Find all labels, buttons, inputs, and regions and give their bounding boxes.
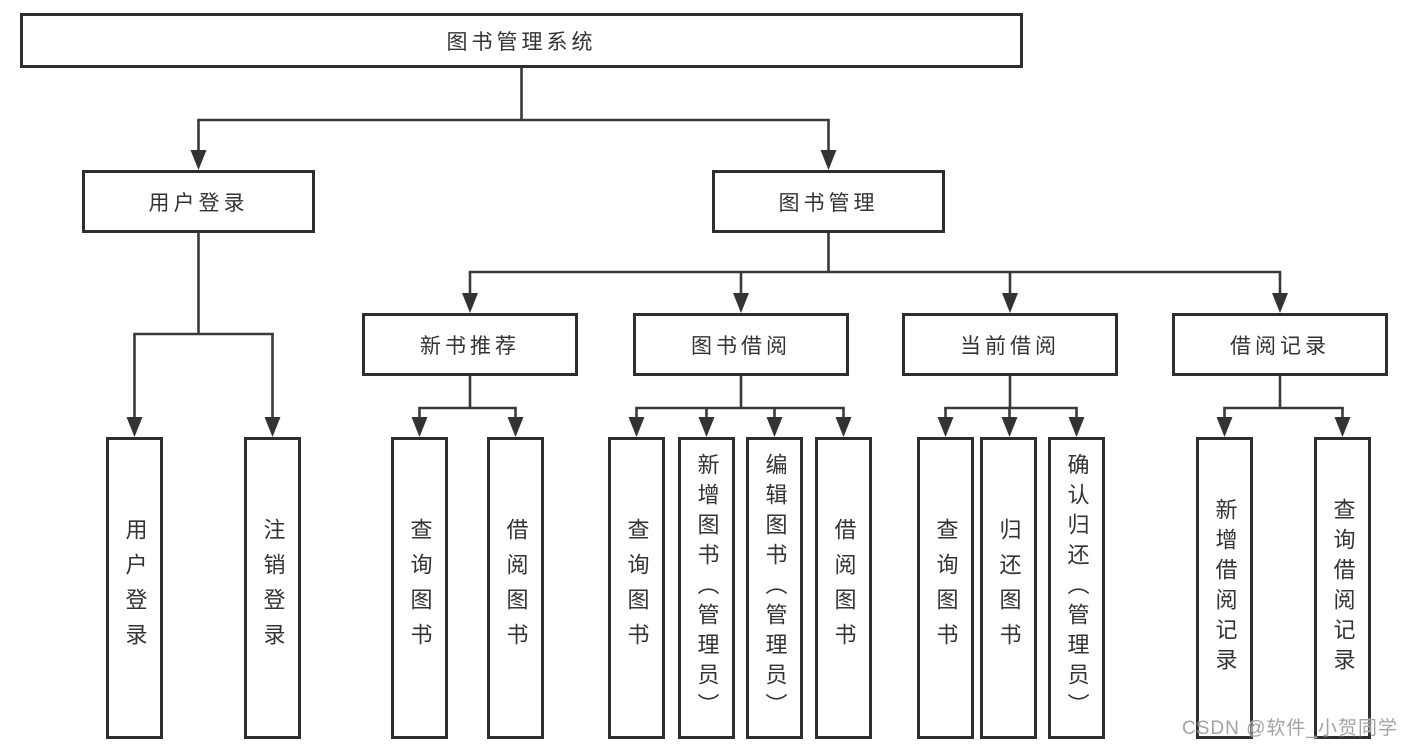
leaf-confirm-return-admin: 确认归还（管理员） <box>1048 437 1105 739</box>
leaf-borrow-books-label: 借阅图书 <box>831 518 857 658</box>
connector-user-login-children <box>126 233 281 437</box>
leaf-edit-book-admin-label: 编辑图书（管理员） <box>762 453 788 723</box>
node-system: 图书管理系统 <box>20 13 1023 68</box>
leaf-borrow-books-rec-label: 借阅图书 <box>503 518 529 658</box>
leaf-edit-book-admin: 编辑图书（管理员） <box>746 437 803 739</box>
leaf-add-book-admin-label: 新增图书（管理员） <box>694 453 720 723</box>
leaf-user-login: 用户登录 <box>106 437 163 739</box>
node-system-label: 图书管理系统 <box>446 30 597 54</box>
connector-book-mgmt-children <box>462 232 1288 313</box>
node-borrow-records: 借阅记录 <box>1172 313 1388 376</box>
connector-new-book-children <box>411 376 524 437</box>
node-book-borrow-label: 图书借阅 <box>691 334 791 358</box>
leaf-query-books-rec: 查询图书 <box>391 437 448 739</box>
leaf-query-borrow-record: 查询借阅记录 <box>1314 437 1371 739</box>
leaf-logout-label: 注销登录 <box>260 518 286 658</box>
connector-book-borrow-children <box>628 376 852 437</box>
leaf-add-borrow-record: 新增借阅记录 <box>1196 437 1253 739</box>
leaf-add-borrow-record-label: 新增借阅记录 <box>1212 498 1238 678</box>
leaf-query-books-current: 查询图书 <box>917 437 974 739</box>
csdn-watermark: CSDN @软件_小贺同学 <box>1182 718 1398 739</box>
leaf-borrow-books-rec: 借阅图书 <box>487 437 544 739</box>
leaf-return-book-label: 归还图书 <box>996 518 1022 658</box>
node-user-login: 用户登录 <box>82 170 315 233</box>
node-book-mgmt: 图书管理 <box>712 170 945 233</box>
leaf-logout: 注销登录 <box>244 437 301 739</box>
leaf-query-books-borrow-label: 查询图书 <box>624 518 650 658</box>
leaf-query-borrow-record-label: 查询借阅记录 <box>1330 498 1356 678</box>
node-book-borrow: 图书借阅 <box>633 313 849 376</box>
leaf-query-books-current-label: 查询图书 <box>933 518 959 658</box>
connector-current-borrow-children <box>937 376 1085 437</box>
node-borrow-records-label: 借阅记录 <box>1230 334 1330 358</box>
leaf-confirm-return-admin-label: 确认归还（管理员） <box>1064 453 1090 723</box>
leaf-query-books-rec-label: 查询图书 <box>407 518 433 658</box>
node-current-borrow: 当前借阅 <box>902 313 1118 376</box>
leaf-user-login-label: 用户登录 <box>122 518 148 658</box>
connector-root-to-level2 <box>190 68 837 170</box>
node-new-book-rec-label: 新书推荐 <box>420 334 520 358</box>
leaf-add-book-admin: 新增图书（管理员） <box>678 437 735 739</box>
node-user-login-label: 用户登录 <box>148 191 249 215</box>
node-current-borrow-label: 当前借阅 <box>960 334 1060 358</box>
leaf-return-book: 归还图书 <box>980 437 1037 739</box>
node-new-book-rec: 新书推荐 <box>362 313 578 376</box>
leaf-borrow-books: 借阅图书 <box>815 437 872 739</box>
leaf-query-books-borrow: 查询图书 <box>608 437 665 739</box>
node-book-mgmt-label: 图书管理 <box>778 191 879 215</box>
connector-borrow-records-children <box>1216 376 1351 437</box>
